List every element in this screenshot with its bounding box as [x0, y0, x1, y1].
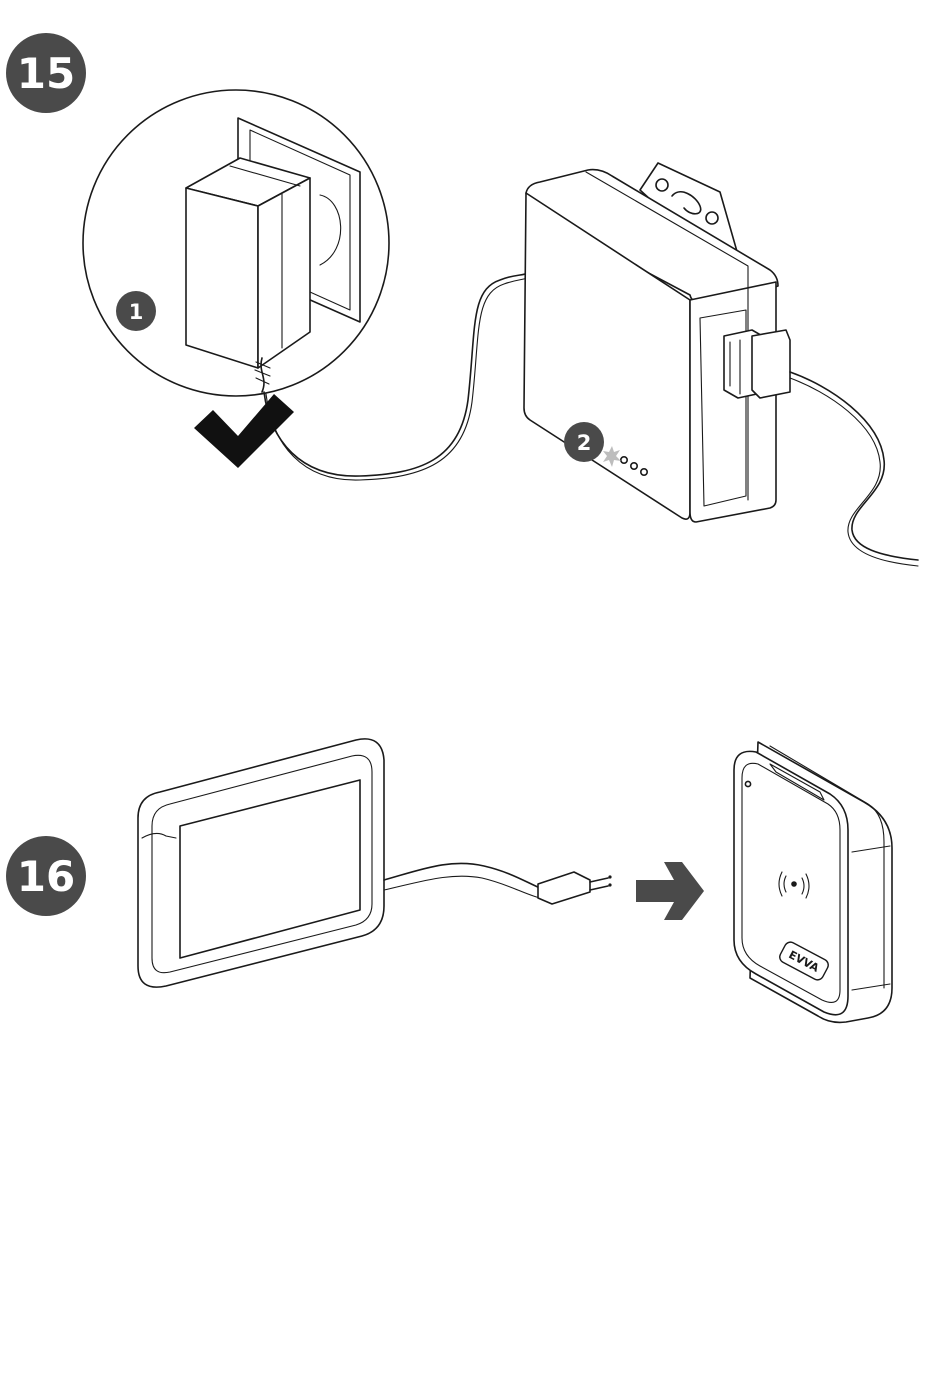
arrow-right-icon	[636, 862, 704, 920]
power-adapter	[186, 158, 310, 392]
plug-detail-circle: 1	[83, 90, 389, 396]
control-unit: 2	[524, 163, 790, 522]
checkmark-icon	[194, 394, 294, 468]
reader-device: EVVA	[734, 742, 892, 1022]
step-15-number: 15	[17, 49, 75, 98]
marker-2-number: 2	[577, 431, 592, 455]
step-15: 15 1	[6, 33, 918, 566]
marker-1-number: 1	[129, 300, 144, 324]
output-cable	[790, 372, 918, 560]
display-panel	[138, 739, 384, 987]
euro-plug-icon	[538, 872, 612, 904]
step-16-number: 16	[17, 852, 75, 901]
step-16: 16	[6, 739, 892, 1023]
